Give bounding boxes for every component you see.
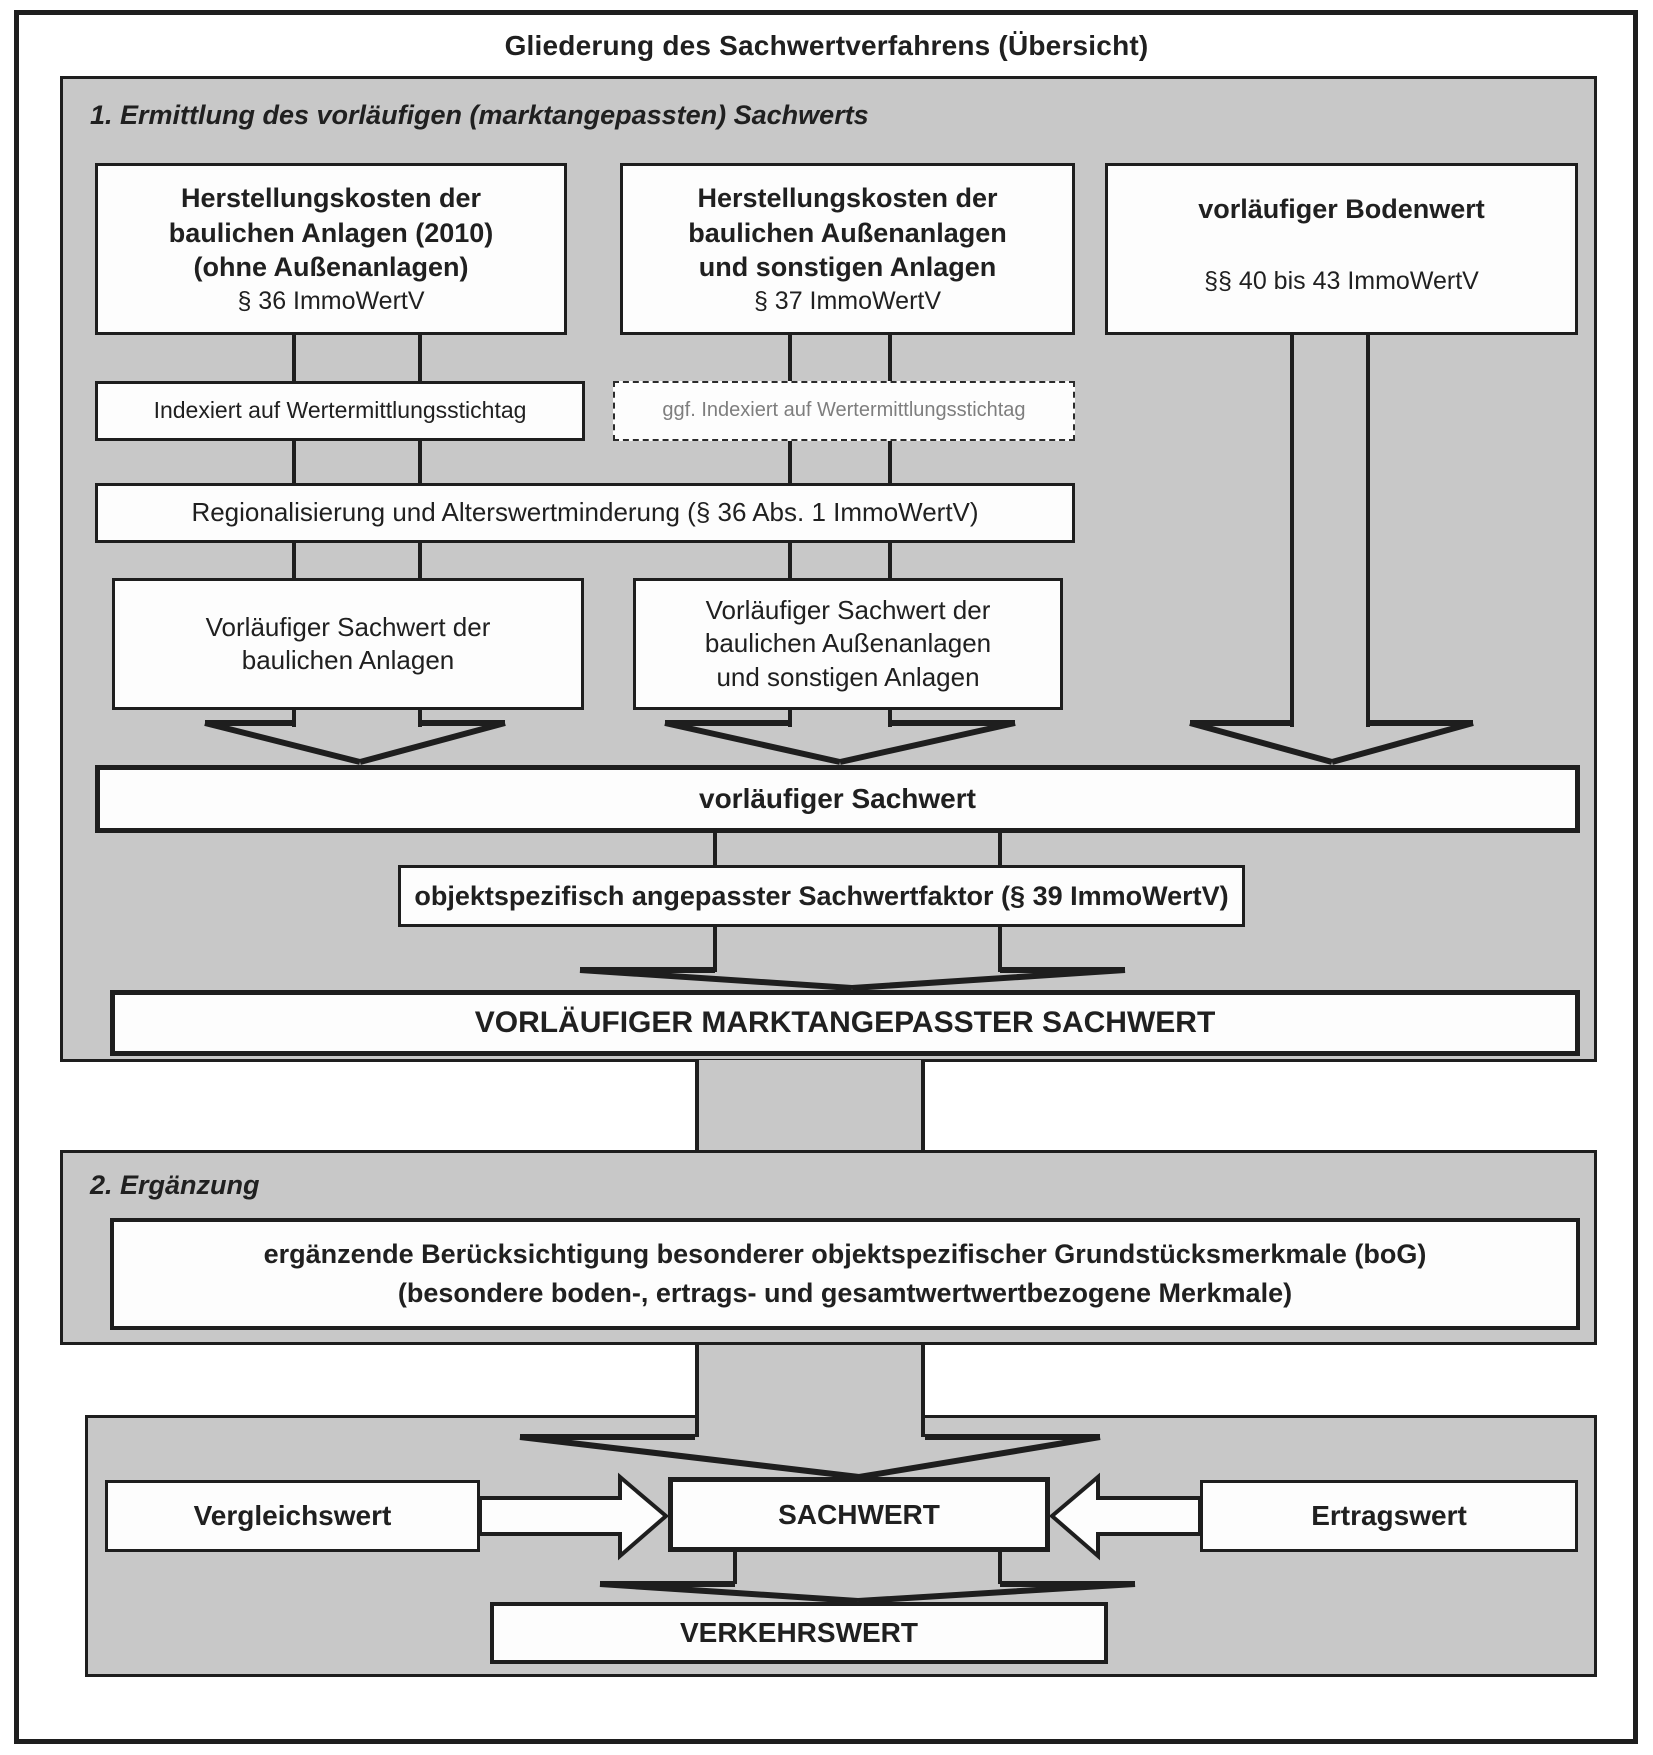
box-text-line: baulichen Außenanlagen (688, 217, 1007, 248)
box-text-line: Indexiert auf Wertermittlungsstichtag (153, 397, 527, 424)
box-vergleichswert: Vergleichswert (105, 1480, 480, 1552)
bar-vorlaeufiger-sachwert: vorläufiger Sachwert (95, 765, 1580, 833)
box-text-line: (besondere boden-, ertrags- und gesamtwe… (397, 1278, 1293, 1308)
bar-label: vorläufiger Sachwert (699, 783, 976, 815)
box-text-line: baulichen Anlagen (2010) (168, 217, 494, 248)
box-text-line: und sonstigen Anlagen (698, 252, 997, 283)
box-text-line: ergänzende Berücksichtigung besonderer o… (263, 1238, 1427, 1269)
box-text-line: SACHWERT (778, 1498, 940, 1530)
box-law-reference: § 37 ImmoWertV (753, 286, 942, 315)
box-vorl-sachwert-anlagen: Vorläufiger Sachwert der baulichen Anlag… (112, 578, 584, 710)
box-bog: ergänzende Berücksichtigung besonderer o… (110, 1218, 1580, 1330)
box-text-line: Vergleichswert (193, 1500, 392, 1532)
bar-label: VORLÄUFIGER MARKTANGEPASSTER SACHWERT (474, 1005, 1216, 1039)
box-verkehrswert: VERKEHRSWERT (490, 1602, 1108, 1664)
box-text-line: Regionalisierung und Alterswertminderung… (191, 497, 979, 528)
box-text-line: Vorläufiger Sachwert der (705, 595, 991, 626)
box-herstellungskosten-aussenanlagen: Herstellungskosten der baulichen Außenan… (620, 163, 1075, 335)
box-text-line: Ertragswert (1311, 1500, 1467, 1532)
bar-marktangepasster-sachwert: VORLÄUFIGER MARKTANGEPASSTER SACHWERT (110, 990, 1580, 1056)
box-text-line: Herstellungskosten der (697, 183, 998, 214)
box-law-reference: §§ 40 bis 43 ImmoWertV (1204, 266, 1479, 295)
box-vorlaeufiger-bodenwert: vorläufiger Bodenwert §§ 40 bis 43 ImmoW… (1105, 163, 1578, 335)
box-ggf-indexiert: ggf. Indexiert auf Wertermittlungssticht… (613, 381, 1075, 441)
box-text-line: vorläufiger Bodenwert (1198, 194, 1485, 224)
connector-band-2 (695, 1345, 925, 1437)
diagram-title: Gliederung des Sachwertverfahrens (Übers… (504, 30, 1149, 61)
box-vorl-sachwert-aussenanlagen: Vorläufiger Sachwert der baulichen Außen… (633, 578, 1063, 710)
box-text-line: baulichen Anlagen (241, 645, 455, 675)
box-indexiert: Indexiert auf Wertermittlungsstichtag (95, 381, 585, 441)
box-text-line: Herstellungskosten der (180, 183, 482, 214)
box-herstellungskosten-anlagen: Herstellungskosten der baulichen Anlagen… (95, 163, 567, 335)
box-regionalisierung: Regionalisierung und Alterswertminderung… (95, 483, 1075, 543)
box-text-line: objektspezifisch angepasster Sachwertfak… (414, 880, 1229, 911)
box-text-line: Vorläufiger Sachwert der (205, 611, 491, 642)
box-text-line: baulichen Außenanlagen (704, 628, 992, 659)
section-1-label: 1. Ermittlung des vorläufigen (marktange… (90, 100, 869, 130)
box-law-reference: § 36 ImmoWertV (237, 286, 425, 315)
connector-band-1 (695, 1060, 925, 1152)
box-sachwertfaktor: objektspezifisch angepasster Sachwertfak… (398, 865, 1245, 927)
box-text-line: VERKEHRSWERT (679, 1617, 918, 1649)
box-ertragswert: Ertragswert (1200, 1480, 1578, 1552)
box-text-line: ggf. Indexiert auf Wertermittlungssticht… (662, 399, 1026, 422)
box-sachwert: SACHWERT (668, 1477, 1050, 1552)
box-text-line: und sonstigen Anlagen (716, 661, 980, 692)
section-2-label: 2. Ergänzung (90, 1170, 260, 1200)
box-text-line: (ohne Außenanlagen) (193, 252, 469, 283)
